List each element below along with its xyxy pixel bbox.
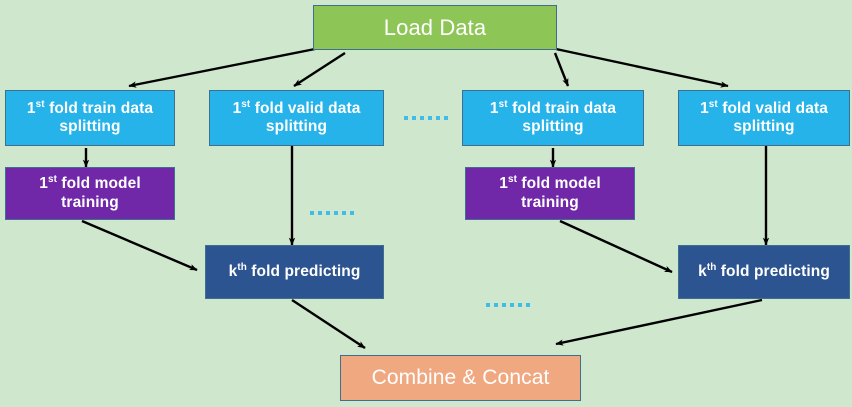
node-fold1-valid-split-left-label: 1st fold valid data splitting: [232, 98, 361, 135]
arrow-load-to-train-right: [553, 52, 570, 87]
arrow-predicting-right-to-combine: [555, 298, 763, 346]
node-combine-concat-label: Combine & Concat: [371, 365, 550, 389]
ellipsis-dot: [420, 116, 424, 120]
node-load-data-label: Load Data: [383, 14, 487, 40]
node-fold1-valid-split-right-label: 1st fold valid data splitting: [700, 98, 828, 135]
node-foldk-predicting-left[interactable]: kth fold predicting: [205, 245, 384, 299]
ellipsis-dot: [310, 211, 314, 215]
node-fold1-model-training-left[interactable]: 1st fold model training: [5, 167, 175, 220]
ellipsis-dot: [404, 116, 408, 120]
ellipsis-dot: [350, 211, 354, 215]
node-fold1-valid-split-right[interactable]: 1st fold valid data splitting: [678, 90, 850, 146]
ellipsis-dot: [412, 116, 416, 120]
ellipsis-dot: [518, 303, 522, 307]
ellipsis-dot: [502, 303, 506, 307]
node-fold1-model-training-right[interactable]: 1st fold model training: [465, 167, 635, 220]
node-fold1-train-split-left-label: 1st fold train data splitting: [26, 98, 154, 135]
ellipsis-dot: [334, 211, 338, 215]
ellipsis-between-split-columns: [404, 116, 448, 120]
arrow-load-to-valid-left: [293, 51, 346, 88]
ellipsis-between-predicting-boxes: [486, 303, 530, 307]
node-fold1-train-split-left[interactable]: 1st fold train data splitting: [5, 90, 175, 146]
ellipsis-dot: [318, 211, 322, 215]
node-fold1-train-split-right[interactable]: 1st fold train data splitting: [462, 90, 644, 146]
ellipsis-dot: [428, 116, 432, 120]
node-load-data[interactable]: Load Data: [313, 5, 557, 50]
ellipsis-dot: [342, 211, 346, 215]
node-fold1-model-training-right-label: 1st fold model training: [499, 174, 601, 211]
node-fold1-train-split-right-label: 1st fold train data splitting: [489, 98, 617, 135]
ellipsis-below-valid-split-left: [310, 211, 354, 215]
node-fold1-valid-split-left[interactable]: 1st fold valid data splitting: [209, 90, 384, 146]
node-foldk-predicting-right-label: kth fold predicting: [698, 261, 830, 280]
node-fold1-model-training-left-label: 1st fold model training: [39, 174, 141, 211]
ellipsis-dot: [526, 303, 530, 307]
ellipsis-dot: [444, 116, 448, 120]
arrow-load-to-train-left: [128, 47, 316, 88]
node-foldk-predicting-right[interactable]: kth fold predicting: [678, 245, 850, 299]
arrow-training-to-predicting-right: [559, 219, 673, 274]
node-combine-concat[interactable]: Combine & Concat: [340, 355, 581, 401]
node-foldk-predicting-left-label: kth fold predicting: [228, 261, 361, 280]
ellipsis-dot: [436, 116, 440, 120]
ellipsis-dot: [486, 303, 490, 307]
ellipsis-dot: [510, 303, 514, 307]
arrow-load-to-valid-right: [555, 47, 729, 88]
ellipsis-dot: [326, 211, 330, 215]
arrow-predicting-left-to-combine: [291, 298, 366, 350]
ellipsis-dot: [494, 303, 498, 307]
arrow-training-to-predicting-left: [81, 219, 198, 272]
